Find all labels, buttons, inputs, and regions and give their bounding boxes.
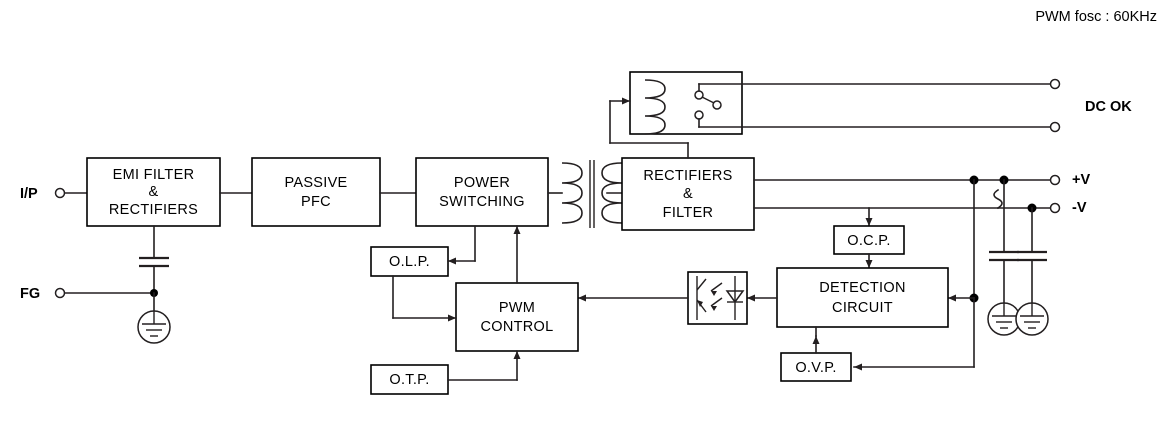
block-rectifiers-filter[interactable] [621,157,755,231]
arrow-into-detection-right [948,294,956,302]
optocoupler-light-arrowhead-1 [711,291,717,296]
block-ovp-label: O.V.P. [795,360,836,376]
optocoupler-transistor-emitter-arrow [697,300,703,307]
arrow-ovp-to-detection [812,336,820,344]
arrow-into-olp [448,257,456,265]
output-negative-label: -V [1072,200,1087,216]
optocoupler-led-triangle [725,290,745,304]
dc-ok-label: DC OK [1085,99,1132,115]
block-power-switching[interactable] [415,157,549,227]
block-detection-label-line1: DETECTION [819,280,905,296]
arrow-into-optocoupler [747,294,755,302]
block-emi-label-line2: & [149,184,159,200]
wire-hop-negative-rail [993,188,1003,210]
block-pfc-label-line1: PASSIVE [284,175,347,191]
arrow-into-pwm-right [578,294,586,302]
block-olp-label: O.L.P. [389,254,430,270]
fg-terminal[interactable] [54,287,66,299]
transformer-secondary-coil [601,162,623,224]
block-power-label-line2: SWITCHING [439,194,525,210]
block-ocp[interactable] [833,225,905,255]
block-detection-label-line2: CIRCUIT [832,300,893,316]
relay-contact-top [694,90,704,100]
block-detection-circuit[interactable] [776,267,949,328]
fg-port-label: FG [20,286,40,302]
output-terminal-negative[interactable] [1049,202,1061,214]
relay-coil [644,79,666,135]
pwm-frequency-note: PWM fosc : 60KHz [1035,9,1157,25]
block-rect-label-line1: RECTIFIERS [643,168,732,184]
block-relay[interactable] [629,71,743,135]
block-olp[interactable] [370,246,449,277]
block-emi-label-line1: EMI FILTER [113,167,195,183]
block-pwm-control[interactable] [455,282,579,352]
transformer-primary-coil [561,162,583,224]
block-emi-filter-rectifiers[interactable] [86,157,221,227]
block-otp[interactable] [370,364,449,395]
arrow-olp-into-pwm [448,314,456,322]
output-terminal-positive[interactable] [1049,174,1061,186]
arrow-ocp-to-detection [865,260,873,268]
optocoupler-light-arrow-2 [710,297,723,307]
output-positive-label: +V [1072,172,1090,188]
input-port-label: I/P [20,186,38,202]
arrow-otp-into-pwm [513,351,521,359]
block-emi-label-line3: RECTIFIERS [109,202,198,218]
relay-contact-bottom [694,110,704,120]
block-passive-pfc[interactable] [251,157,381,227]
optocoupler-light-arrowhead-2 [711,306,717,311]
relay-armature [701,96,715,104]
block-ovp[interactable] [780,352,852,382]
arrow-into-relay-coil [622,97,630,105]
input-terminal[interactable] [54,187,66,199]
block-ocp-label: O.C.P. [847,233,890,249]
block-pfc-label-line2: PFC [301,194,331,210]
block-rect-label-line3: FILTER [663,205,714,221]
dc-ok-terminal-top[interactable] [1049,78,1061,90]
block-pwm-label-line2: CONTROL [481,319,554,335]
arrow-into-ovp [854,363,862,371]
block-pwm-label-line1: PWM [499,300,535,316]
block-otp-label: O.T.P. [389,372,429,388]
block-power-label-line1: POWER [454,175,510,191]
relay-contact-common [712,100,722,110]
optocoupler-light-arrow-1 [710,282,723,292]
dc-ok-terminal-bottom[interactable] [1049,121,1061,133]
optocoupler-transistor-collector [696,278,707,291]
arrow-into-ocp-top [865,218,873,226]
block-rect-label-line2: & [683,186,693,202]
arrow-pwm-to-power-switching [513,226,521,234]
